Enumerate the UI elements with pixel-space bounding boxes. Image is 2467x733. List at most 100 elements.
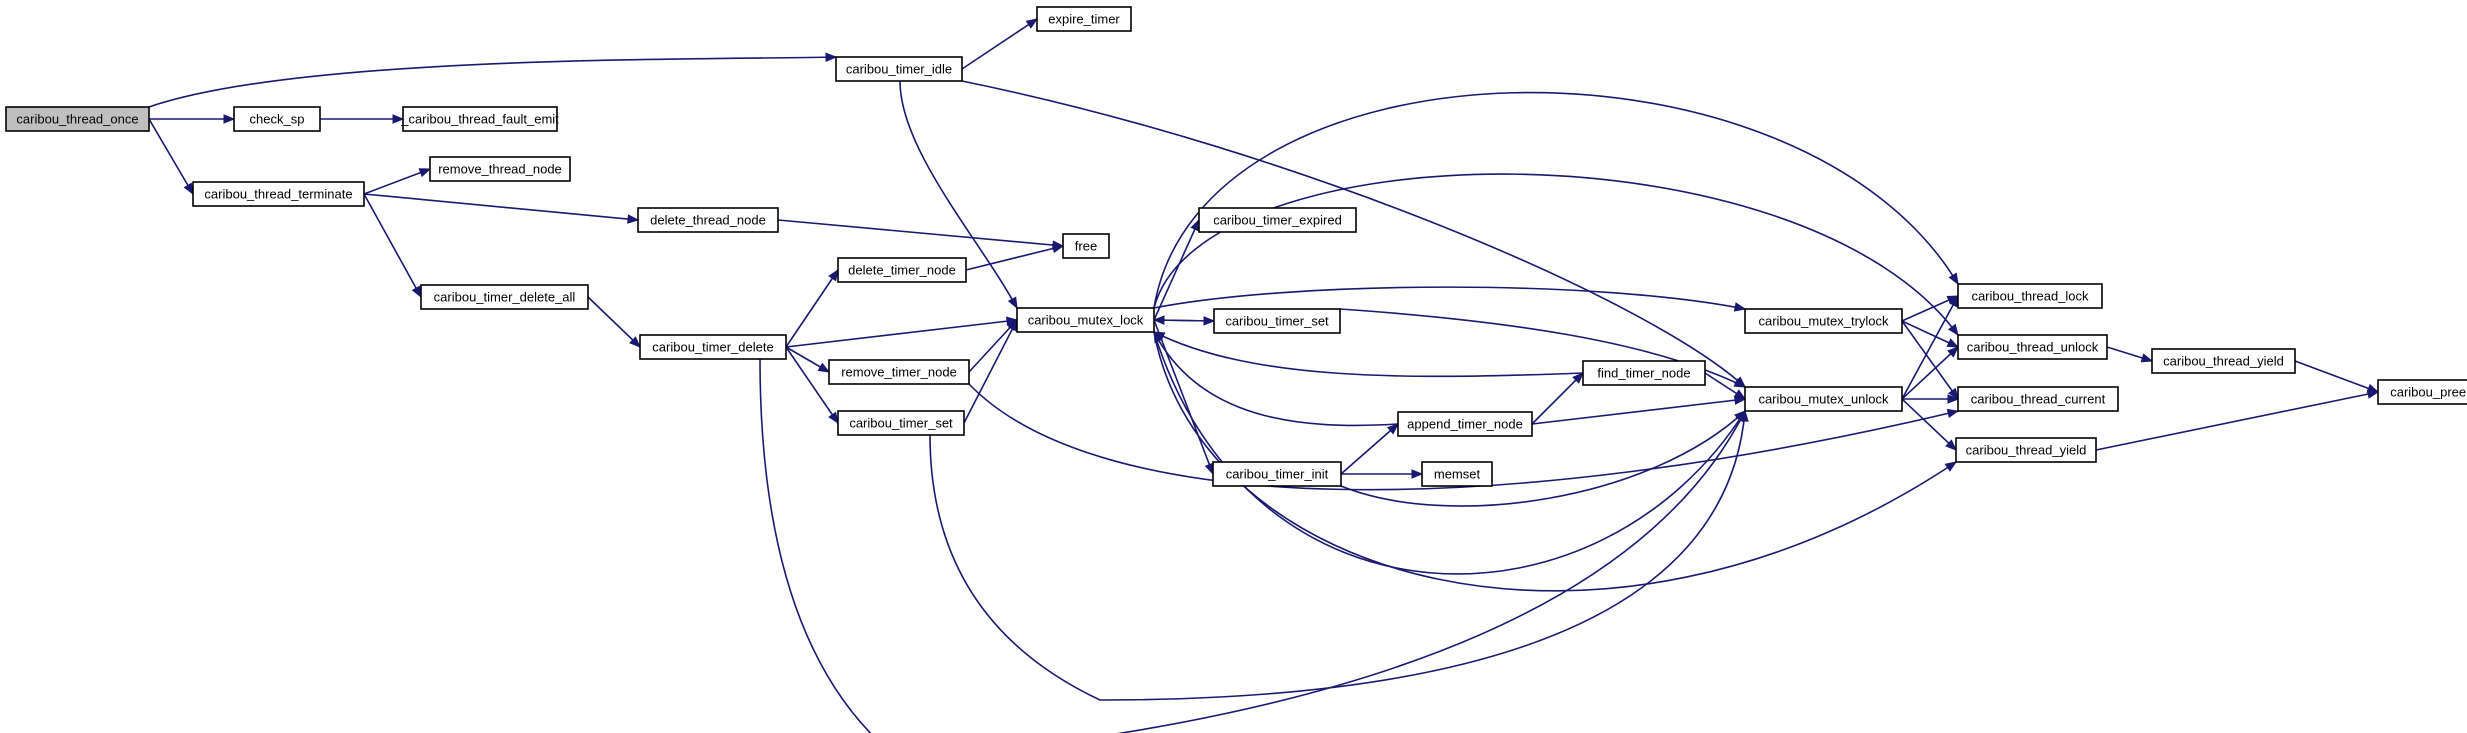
edge-thread_once-to-timer_idle: [148, 56, 837, 108]
node-thread-yield-b[interactable]: caribou_thread_yield: [2151, 348, 2296, 374]
arrowhead-mutex_lock-to-thread_yield_a: [1944, 461, 1958, 472]
node-box-delete-timer-node[interactable]: [837, 257, 967, 283]
node-timer-set-b[interactable]: caribou_timer_set: [837, 410, 965, 436]
node-thread-terminate[interactable]: caribou_thread_terminate: [192, 181, 365, 207]
node-box-mutex-unlock[interactable]: [1744, 386, 1903, 412]
node-box-mutex-trylock[interactable]: [1744, 308, 1903, 334]
edge-mutex_lock-to-thread_yield_a: [1153, 331, 1957, 592]
node-box-fault-emit[interactable]: [402, 106, 558, 132]
node-box-expire-timer[interactable]: [1036, 6, 1132, 32]
arrowhead-append_timer_node-to-mutex_unlock: [1734, 395, 1747, 405]
node-box-timer-delete[interactable]: [639, 334, 787, 360]
node-remove-timer-node[interactable]: remove_timer_node: [828, 359, 970, 385]
arrowhead-append_timer_node-to-find_timer_node: [1572, 372, 1584, 384]
node-preempt[interactable]: caribou_preempt: [2377, 379, 2467, 405]
node-box-thread-current[interactable]: [1957, 386, 2119, 412]
node-box-find-timer-node[interactable]: [1582, 360, 1706, 386]
node-label-preempt: caribou_preempt: [2390, 385, 2467, 400]
node-label-thread-current: caribou_thread_current: [1971, 392, 2106, 407]
edge-timer_delete-to-mutex_unlock: [759, 358, 1746, 733]
edge-mutex_lock-to-timer_init: [1153, 319, 1214, 475]
node-box-preempt[interactable]: [2377, 379, 2467, 405]
arrowhead-mutex_lock-to-mutex_trylock: [1733, 302, 1747, 312]
node-box-thread-once[interactable]: [5, 106, 150, 132]
node-label-timer-expired: caribou_timer_expired: [1213, 213, 1342, 228]
node-memset[interactable]: memset: [1421, 461, 1493, 487]
edge-thread_yield_b-to-preempt: [2294, 360, 2379, 393]
node-label-memset: memset: [1434, 467, 1481, 482]
node-box-remove-thread-node[interactable]: [429, 156, 571, 182]
node-box-timer-delete-all[interactable]: [420, 284, 589, 310]
arrowhead-check_sp-to-fault_emit: [392, 114, 405, 124]
node-expire-timer[interactable]: expire_timer: [1036, 6, 1132, 32]
edge-thread_once-to-thread_terminate: [148, 118, 194, 195]
node-thread-yield-a[interactable]: caribou_thread_yield: [1955, 437, 2097, 463]
node-timer-idle[interactable]: caribou_timer_idle: [835, 56, 963, 82]
node-box-thread-unlock[interactable]: [1957, 334, 2108, 360]
node-box-thread-yield-a[interactable]: [1955, 437, 2097, 463]
edge-mutex_unlock-to-thread_lock: [1901, 295, 1959, 400]
node-delete-timer-node[interactable]: delete_timer_node: [837, 257, 967, 283]
node-mutex-lock[interactable]: caribou_mutex_lock: [1016, 307, 1155, 333]
node-box-timer-set-b[interactable]: [837, 410, 965, 436]
node-remove-thread-node[interactable]: remove_thread_node: [429, 156, 571, 182]
node-box-timer-init[interactable]: [1212, 461, 1342, 487]
node-box-memset[interactable]: [1421, 461, 1493, 487]
edge-mutex_lock-to-mutex_trylock: [1153, 286, 1746, 310]
call-edges: [148, 18, 2380, 733]
node-timer-set-a[interactable]: caribou_timer_set: [1213, 308, 1341, 334]
node-delete-thread-node[interactable]: delete_thread_node: [637, 207, 779, 233]
node-box-delete-thread-node[interactable]: [637, 207, 779, 233]
node-append-timer-node[interactable]: append_timer_node: [1397, 411, 1533, 437]
node-check-sp[interactable]: check_sp: [233, 106, 321, 132]
node-thread-unlock[interactable]: caribou_thread_unlock: [1957, 334, 2108, 360]
edge-thread_terminate-to-delete_thread_node: [363, 193, 639, 221]
edge-mutex_unlock-to-thread_unlock: [1901, 346, 1959, 400]
node-box-thread-terminate[interactable]: [192, 181, 365, 207]
arrowhead-delete_timer_node-to-free: [1051, 243, 1065, 254]
edge-thread_yield_a-to-preempt: [2095, 391, 2379, 451]
node-box-thread-yield-b[interactable]: [2151, 348, 2296, 374]
node-timer-delete[interactable]: caribou_timer_delete: [639, 334, 787, 360]
node-box-append-timer-node[interactable]: [1397, 411, 1533, 437]
node-label-mutex-unlock: caribou_mutex_unlock: [1758, 392, 1889, 407]
edge-thread_terminate-to-timer_delete_all: [363, 193, 422, 298]
node-mutex-trylock[interactable]: caribou_mutex_trylock: [1744, 308, 1903, 334]
node-box-timer-set-a[interactable]: [1213, 308, 1341, 334]
node-box-free[interactable]: [1062, 233, 1110, 259]
node-box-thread-lock[interactable]: [1957, 283, 2103, 309]
node-find-timer-node[interactable]: find_timer_node: [1582, 360, 1706, 386]
node-label-timer-delete: caribou_timer_delete: [652, 340, 773, 355]
node-box-timer-idle[interactable]: [835, 56, 963, 82]
edge-append_timer_node-to-mutex_lock: [1153, 331, 1399, 427]
node-box-check-sp[interactable]: [233, 106, 321, 132]
node-thread-once[interactable]: caribou_thread_once: [5, 106, 150, 132]
node-mutex-unlock[interactable]: caribou_mutex_unlock: [1744, 386, 1903, 412]
node-box-remove-timer-node[interactable]: [828, 359, 970, 385]
edge-timer_set_b-to-mutex_lock: [963, 319, 1018, 424]
node-label-find-timer-node: find_timer_node: [1597, 366, 1690, 381]
edge-find_timer_node-to-mutex_lock: [1153, 331, 1584, 378]
arrowhead-append_timer_node-to-mutex_lock: [1153, 330, 1164, 344]
node-box-mutex-lock[interactable]: [1016, 307, 1155, 333]
edge-remove_timer_node-to-thread_current: [968, 383, 1959, 491]
arrowhead-thread_once-to-timer_idle: [825, 52, 838, 62]
edge-timer_delete-to-timer_set_b: [785, 346, 839, 424]
node-timer-init[interactable]: caribou_timer_init: [1212, 461, 1342, 487]
node-fault-emit[interactable]: _caribou_thread_fault_emit: [400, 106, 559, 132]
node-label-thread-yield-b: caribou_thread_yield: [2163, 354, 2284, 369]
node-label-timer-idle: caribou_timer_idle: [846, 62, 952, 77]
node-timer-expired[interactable]: caribou_timer_expired: [1198, 207, 1357, 233]
node-box-timer-expired[interactable]: [1198, 207, 1357, 233]
node-free[interactable]: free: [1062, 233, 1110, 259]
node-label-thread-yield-a: caribou_thread_yield: [1966, 443, 2087, 458]
edge-mutex_lock-to-timer_expired: [1153, 219, 1200, 321]
node-timer-delete-all[interactable]: caribou_timer_delete_all: [420, 284, 589, 310]
edge-mutex_trylock-to-thread_current: [1901, 320, 1959, 400]
node-thread-current[interactable]: caribou_thread_current: [1957, 386, 2119, 412]
arrowhead-timer_delete_all-to-timer_delete: [629, 336, 641, 348]
node-label-timer-set-b: caribou_timer_set: [849, 416, 953, 431]
arrowhead-timer_delete-to-delete_timer_node: [828, 268, 839, 282]
edge-timer_delete-to-mutex_lock: [785, 319, 1018, 348]
node-thread-lock[interactable]: caribou_thread_lock: [1957, 283, 2103, 309]
